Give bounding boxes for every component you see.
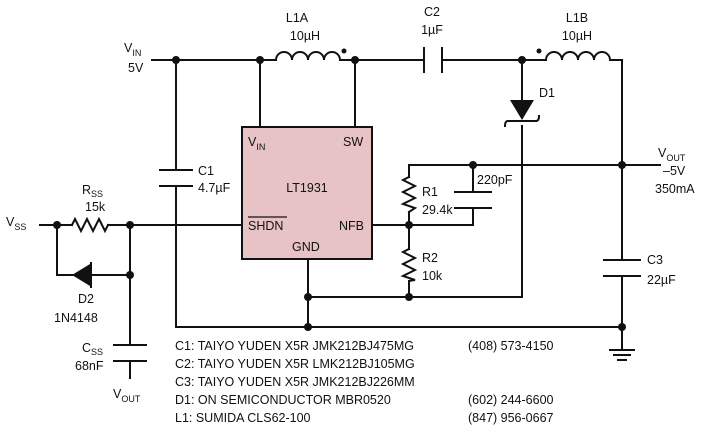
ground-symbol	[609, 349, 635, 361]
diode-d1: D1	[503, 86, 555, 128]
d1-name: D1	[539, 86, 555, 100]
c3-name: C3	[647, 253, 663, 267]
parts-line-2: C2: TAIYO YUDEN X5R LMK212BJ105MG	[175, 357, 415, 371]
parts-line-4: D1: ON SEMICONDUCTOR MBR0520	[175, 393, 391, 407]
svg-text:VSS: VSS	[6, 215, 26, 232]
parts-line-1: C1: TAIYO YUDEN X5R JMK212BJ475MG	[175, 339, 414, 353]
cff-value: 220pF	[477, 173, 513, 187]
ic-name: LT1931	[286, 181, 328, 195]
vout-label: VOUT –5V 350mA	[655, 146, 695, 196]
l1b-value: 10µH	[562, 29, 592, 43]
parts-line-3: C3: TAIYO YUDEN X5R JMK212BJ226MM	[175, 375, 415, 389]
r1-value: 29.4k	[422, 203, 453, 217]
capacitor-feedforward: 220pF	[454, 173, 513, 209]
inductor-l1a: L1A 10µH	[274, 11, 347, 62]
svg-text:VOUT: VOUT	[658, 146, 686, 163]
svg-text:1N4148: 1N4148	[54, 311, 98, 325]
pin-gnd-label: GND	[292, 240, 320, 254]
c1-name: C1	[198, 164, 214, 178]
c1-value: 4.7µF	[198, 181, 231, 195]
inductor-l1b: L1B 10µH	[536, 11, 612, 62]
vss-label: VSS	[6, 215, 26, 232]
capacitor-c3: C3 22µF	[603, 253, 676, 287]
ic-lt1931: VIN SW LT1931 SHDN NFB GND	[241, 126, 373, 260]
parts-phone-5: (847) 956-0667	[468, 411, 554, 425]
pin-nfb-label: NFB	[339, 219, 364, 233]
svg-text:VIN: VIN	[124, 41, 141, 58]
pin-vin-label: VIN	[248, 135, 265, 152]
svg-text:68nF: 68nF	[75, 359, 104, 373]
vout-bottom-label: VOUT	[113, 387, 141, 404]
svg-text:D2: D2	[78, 292, 94, 306]
parts-list: C1: TAIYO YUDEN X5R JMK212BJ475MG (408) …	[175, 339, 554, 425]
junction-dots	[53, 56, 626, 331]
r2-name: R2	[422, 251, 438, 265]
resistor-r2: R2 10k	[400, 247, 443, 283]
c3-value: 22µF	[647, 273, 676, 287]
pin-shdn-label: SHDN	[248, 219, 283, 233]
parts-phone-4: (602) 244-6600	[468, 393, 554, 407]
c2-value: 1µF	[421, 23, 443, 37]
resistor-r1: R1 29.4k	[400, 175, 453, 217]
vin-label: VIN 5V	[124, 41, 144, 75]
svg-text:RSS: RSS	[82, 183, 103, 199]
capacitor-c2: C2 1µF	[421, 5, 443, 73]
svg-text:5V: 5V	[128, 61, 144, 75]
pin-sw-label: SW	[343, 135, 363, 149]
svg-text:–5V: –5V	[663, 164, 686, 178]
capacitor-c1: C1 4.7µF	[159, 164, 231, 195]
r1-name: R1	[422, 185, 438, 199]
svg-text:VOUT: VOUT	[113, 387, 141, 404]
l1a-name: L1A	[286, 11, 309, 25]
c2-name: C2	[424, 5, 440, 19]
svg-text:350mA: 350mA	[655, 182, 695, 196]
resistor-rss: RSS 15k	[70, 183, 110, 234]
svg-text:CSS: CSS	[82, 341, 103, 357]
l1b-name: L1B	[566, 11, 588, 25]
parts-phone-1: (408) 573-4150	[468, 339, 554, 353]
l1a-value: 10µH	[290, 29, 320, 43]
diode-d2: D2 1N4148	[54, 262, 103, 325]
svg-text:15k: 15k	[85, 200, 106, 214]
r2-value: 10k	[422, 269, 443, 283]
parts-line-5: L1: SUMIDA CLS62-100	[175, 411, 311, 425]
capacitor-css: CSS 68nF	[75, 341, 147, 373]
